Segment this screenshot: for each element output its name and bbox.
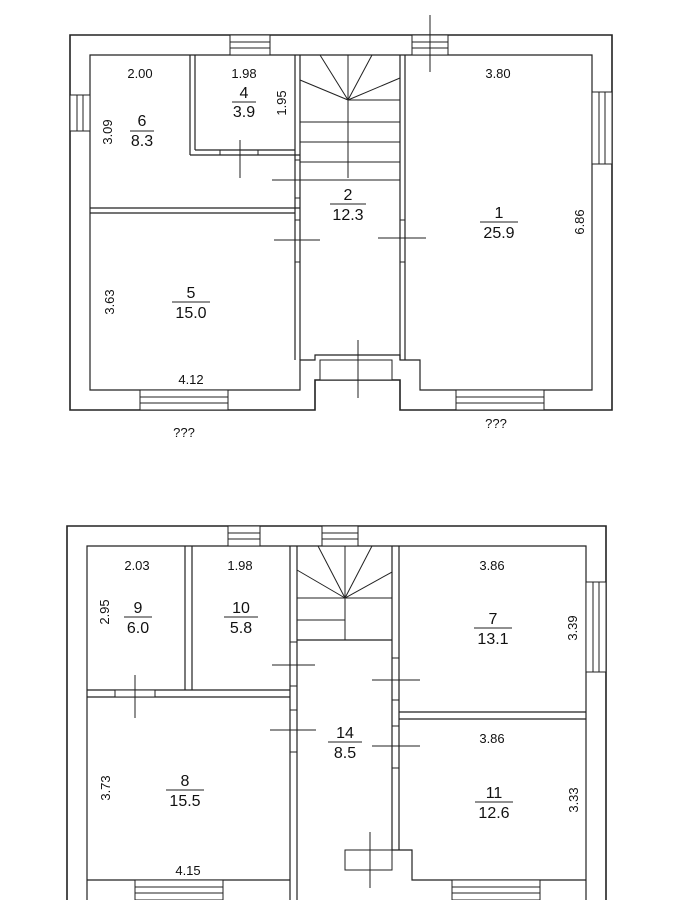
room-10-width: 1.98 xyxy=(227,558,252,573)
room-9-area: 6.0 xyxy=(127,620,149,637)
room-2-area: 12.3 xyxy=(332,207,363,224)
door xyxy=(372,657,420,701)
room-10-area: 5.8 xyxy=(230,620,252,637)
room-8-number: 8 xyxy=(181,773,190,790)
room-2-number: 2 xyxy=(344,187,353,204)
room-6-length: 3.09 xyxy=(100,119,115,144)
room-11-area: 12.6 xyxy=(478,805,509,822)
window xyxy=(451,879,541,900)
room-11-number: 11 xyxy=(486,785,503,802)
door xyxy=(272,159,320,199)
staircase xyxy=(299,54,401,181)
room-1-length: 6.86 xyxy=(572,209,587,234)
room-1-width: 3.80 xyxy=(485,66,510,81)
room-8-area: 15.5 xyxy=(169,793,200,810)
room-8-length: 3.73 xyxy=(98,775,113,800)
room-5-width: 4.12 xyxy=(178,372,203,387)
door xyxy=(274,219,320,263)
floor-2-inner-wall xyxy=(86,545,587,900)
room-11-length: 3.33 xyxy=(566,787,581,812)
room-7-length: 3.39 xyxy=(565,615,580,640)
window xyxy=(139,389,229,411)
room-11-width: 3.86 xyxy=(479,731,504,746)
door xyxy=(378,219,426,263)
staircase xyxy=(296,545,393,640)
room-7-width: 3.86 xyxy=(479,558,504,573)
room-4-area: 3.9 xyxy=(233,104,255,121)
room-6-number: 6 xyxy=(138,113,147,130)
window xyxy=(134,879,224,900)
door xyxy=(372,725,420,769)
room-5-length: 3.63 xyxy=(102,289,117,314)
window xyxy=(229,34,271,56)
unknown-label-right: ??? xyxy=(485,416,507,431)
door xyxy=(270,709,316,753)
room-14-area: 8.5 xyxy=(334,745,356,762)
unknown-label-left: ??? xyxy=(173,425,195,440)
room-4-width: 1.98 xyxy=(231,66,256,81)
room-9-length: 2.95 xyxy=(97,599,112,624)
room-9-width: 2.03 xyxy=(124,558,149,573)
window xyxy=(591,91,613,165)
room-10-number: 10 xyxy=(232,600,250,617)
floor-1-plan: 2.00 3.09 6 8.3 1.98 1.95 4 3.9 2 12.3 3… xyxy=(69,15,613,440)
room-5-number: 5 xyxy=(187,285,196,302)
room-7-area: 13.1 xyxy=(477,631,508,648)
room-1-number: 1 xyxy=(495,205,504,222)
window xyxy=(455,389,545,411)
window xyxy=(344,849,393,871)
room-6-area: 8.3 xyxy=(131,133,153,150)
floor-2-plan: 2.03 2.95 9 6.0 1.98 10 5.8 3.86 3.39 7 … xyxy=(66,525,607,900)
door xyxy=(219,140,259,178)
room-14-number: 14 xyxy=(336,725,354,742)
room-4-number: 4 xyxy=(240,85,249,102)
window xyxy=(227,525,261,547)
room-4-length: 1.95 xyxy=(274,90,289,115)
window xyxy=(69,94,91,132)
room-5-area: 15.0 xyxy=(175,305,206,322)
entrance-door xyxy=(319,340,393,398)
door xyxy=(114,675,156,718)
room-9-number: 9 xyxy=(134,600,143,617)
window xyxy=(321,525,359,547)
door xyxy=(272,641,315,687)
room-6-width: 2.00 xyxy=(127,66,152,81)
room-1-area: 25.9 xyxy=(483,225,514,242)
room-7-number: 7 xyxy=(489,611,498,628)
room-8-width: 4.15 xyxy=(175,863,200,878)
window xyxy=(585,581,607,673)
